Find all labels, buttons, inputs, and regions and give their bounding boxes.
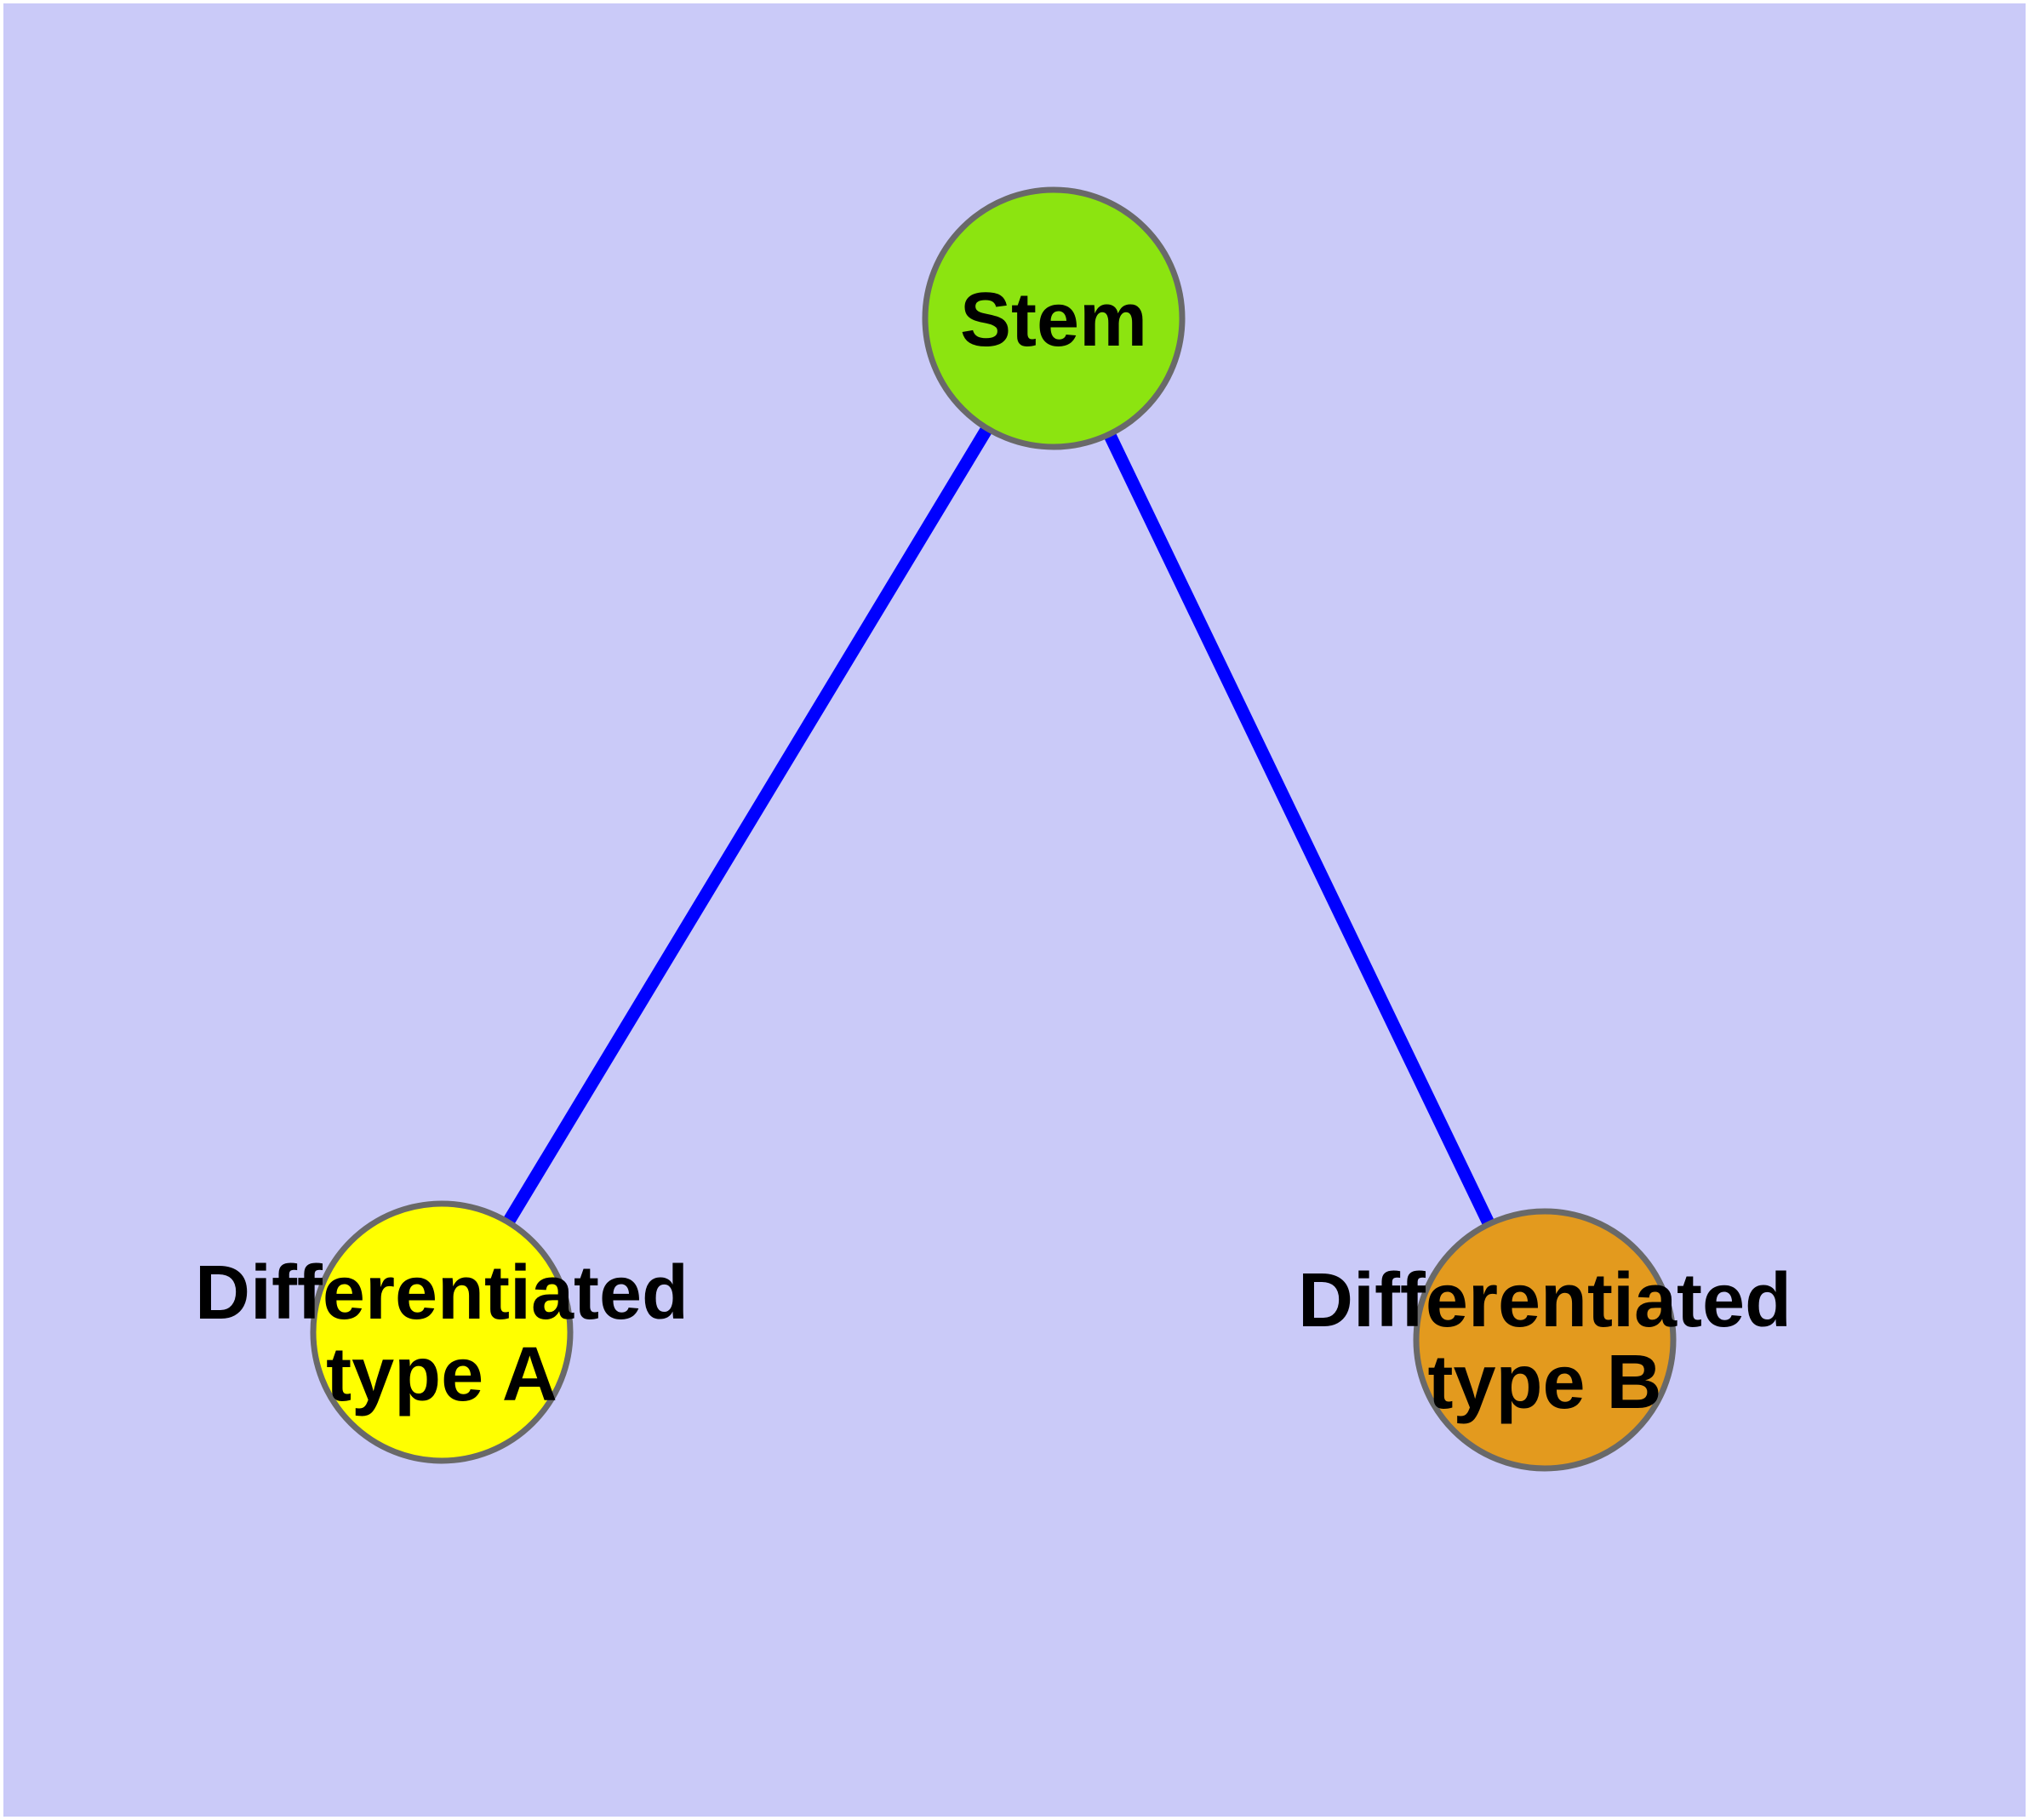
node-stem-label: Stem	[960, 278, 1147, 363]
edge-stem-to-type-a	[436, 315, 1060, 1336]
node-differentiated-type-b-circle	[1413, 1208, 1677, 1472]
node-differentiated-type-a-label-line2: type A	[326, 1332, 557, 1417]
node-differentiated-type-a-circle	[310, 1200, 574, 1464]
node-differentiated-type-a: Differentiated type A	[195, 1200, 689, 1464]
node-stem: Stem	[922, 186, 1186, 450]
node-stem-circle	[922, 186, 1186, 450]
node-differentiated-type-b-label-line1: Differentiated	[1298, 1258, 1792, 1343]
edges-layer	[436, 315, 1551, 1343]
node-differentiated-type-b: Differentiated type B	[1298, 1208, 1792, 1472]
nodes-layer: Stem Differentiated type A Differentiate…	[195, 186, 1792, 1472]
node-differentiated-type-b-label-line2: type B	[1427, 1340, 1661, 1425]
edge-stem-to-type-b	[1048, 315, 1551, 1343]
node-differentiated-type-a-label-line1: Differentiated	[195, 1251, 689, 1336]
